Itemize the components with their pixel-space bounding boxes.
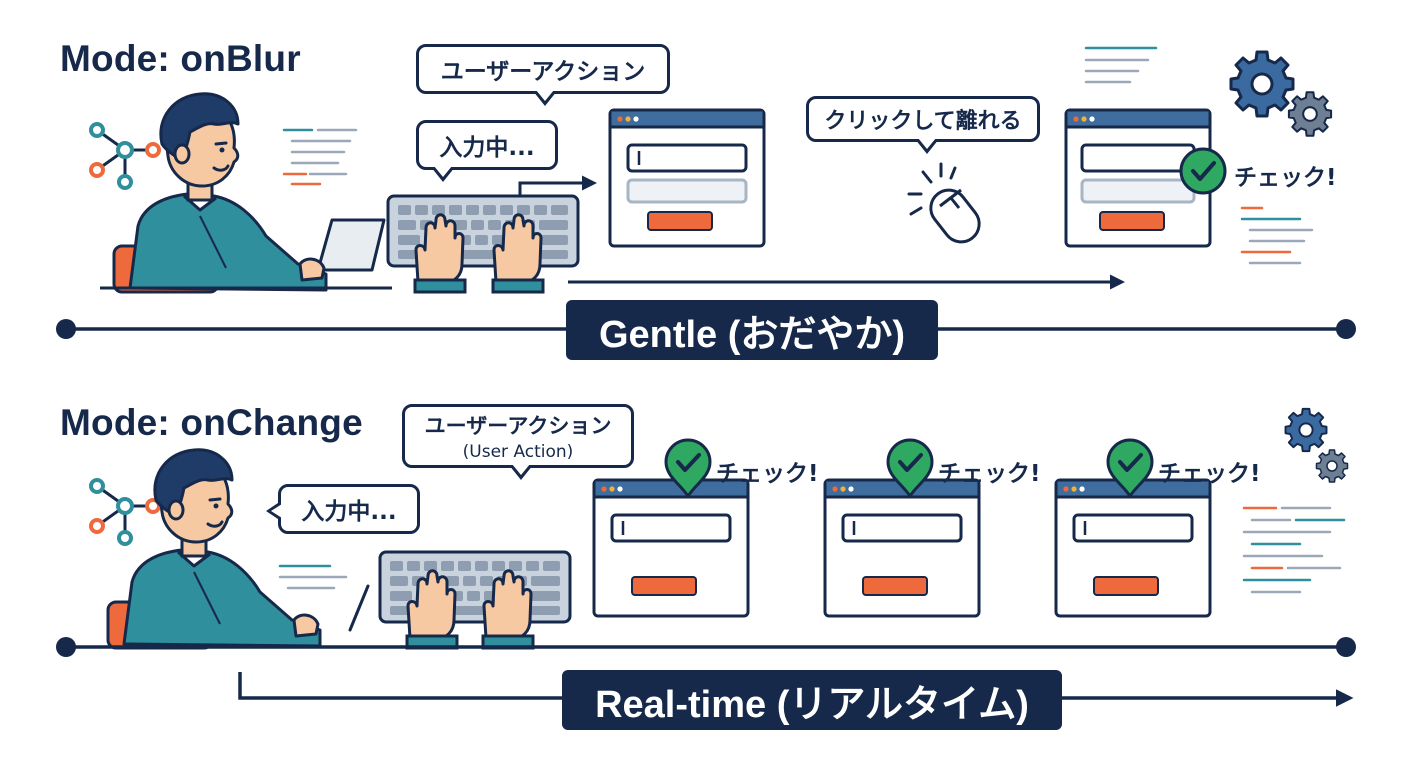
browser-window-icon bbox=[1054, 478, 1212, 618]
browser-window-icon bbox=[1064, 108, 1212, 248]
check-badge-icon bbox=[1179, 147, 1227, 195]
code-lines-icon bbox=[1084, 46, 1158, 84]
network-icon bbox=[89, 122, 161, 190]
onchange-typing-bubble: 入力中... bbox=[266, 484, 420, 534]
onchange-check-label-1: チェック! bbox=[716, 461, 819, 487]
timeline-start-dot bbox=[56, 319, 76, 339]
gear-icon bbox=[1229, 50, 1295, 118]
bubble-subtext: (User Action) bbox=[462, 442, 574, 462]
code-lines-icon bbox=[282, 128, 358, 186]
gentle-timeline-label: Gentle (おだやか) bbox=[566, 300, 938, 360]
bubble-text: ユーザーアクション bbox=[424, 414, 612, 438]
onchange-check-label-3: チェック! bbox=[1158, 461, 1261, 487]
gear-icon bbox=[1287, 91, 1333, 137]
bubble-text: 入力中... bbox=[439, 135, 535, 161]
realtime-timeline-label: Real-time (リアルタイム) bbox=[562, 670, 1062, 730]
timeline-end-dot bbox=[1336, 637, 1356, 657]
browser-window-icon bbox=[608, 108, 766, 248]
onblur-section bbox=[56, 46, 1356, 339]
onchange-section bbox=[56, 407, 1356, 707]
onchange-mode-title: Mode: onChange bbox=[60, 402, 363, 443]
onchange-user-action-bubble: ユーザーアクション (User Action) bbox=[402, 404, 634, 480]
browser-window-icon bbox=[823, 478, 981, 618]
click-away-bubble: クリックして離れる bbox=[806, 96, 1040, 154]
code-lines-icon bbox=[1242, 506, 1346, 594]
mouse-icon bbox=[907, 162, 988, 251]
onblur-mode-title: Mode: onBlur bbox=[60, 38, 301, 79]
bubble-text: 入力中... bbox=[301, 499, 397, 525]
timeline-start-dot bbox=[56, 637, 76, 657]
onblur-check-label: チェック! bbox=[1234, 165, 1337, 191]
bubble-text: ユーザーアクション bbox=[440, 59, 646, 85]
onblur-user-action-bubble: ユーザーアクション bbox=[416, 44, 670, 106]
code-lines-icon bbox=[1240, 206, 1314, 265]
gear-icon bbox=[1315, 449, 1349, 483]
person-icon bbox=[112, 92, 328, 294]
gear-icon bbox=[1284, 407, 1328, 453]
network-icon bbox=[89, 478, 161, 546]
input-arrow bbox=[518, 175, 597, 196]
code-lines-icon bbox=[278, 564, 348, 590]
person-icon bbox=[106, 448, 322, 650]
laptop-icon bbox=[348, 584, 370, 632]
bubble-text: クリックして離れる bbox=[824, 109, 1022, 134]
browser-window-icon bbox=[592, 478, 750, 618]
onchange-check-label-2: チェック! bbox=[938, 461, 1041, 487]
laptop-icon bbox=[316, 218, 386, 272]
onblur-typing-bubble: 入力中... bbox=[416, 120, 558, 182]
timeline-end-dot bbox=[1336, 319, 1356, 339]
